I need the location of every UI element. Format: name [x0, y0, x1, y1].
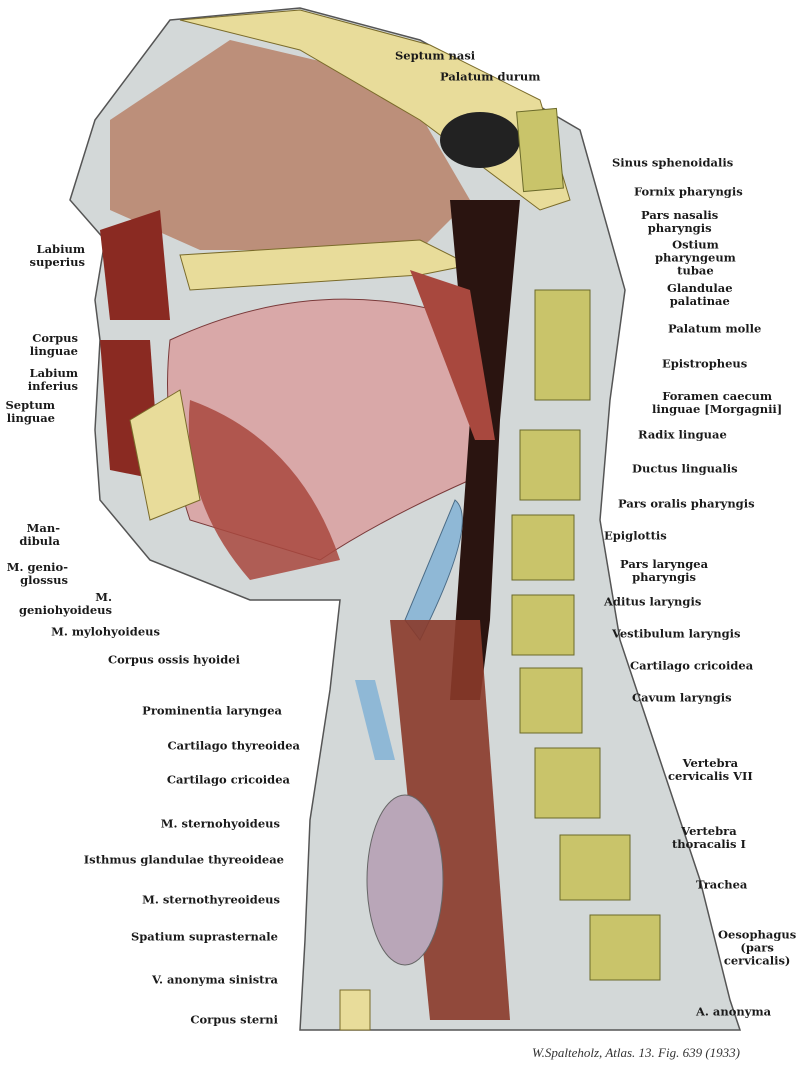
label-aditus-laryngis: Aditus laryngis: [604, 594, 702, 609]
genioglossus-muscle: [188, 400, 340, 580]
vertebra: [511, 514, 575, 581]
label-radix-linguae: Radix linguae: [638, 427, 727, 442]
label-fornix-pharyngis: Fornix pharyngis: [634, 184, 743, 199]
mandible: [129, 389, 201, 521]
label-m-sternothyreoideus: M. sternothyreoideus: [142, 892, 280, 907]
vertebra: [516, 107, 564, 193]
label-m-sternohyoideus: M. sternohyoideus: [160, 816, 280, 831]
vertebra: [511, 594, 575, 656]
vertebra: [534, 747, 601, 819]
label-ductus-lingualis: Ductus lingualis: [632, 461, 738, 476]
label-vestibulum-laryngis: Vestibulum laryngis: [612, 626, 741, 641]
vertebra: [519, 429, 581, 501]
soft-palate: [410, 270, 495, 440]
vertebra: [534, 289, 591, 401]
thyroid-isthmus: [366, 794, 444, 966]
label-septum-nasi: Septum nasi: [395, 48, 476, 63]
figure-caption: W.Spalteholz, Atlas. 13. Fig. 639 (1933): [532, 1045, 740, 1060]
label-cartilago-thyreoidea: Cartilago thyreoidea: [167, 738, 300, 753]
label-oesophagus: Oesophagus (pars cervicalis): [718, 927, 797, 968]
label-labium-inferius: Labium inferius: [27, 366, 78, 393]
vertebra: [559, 834, 631, 901]
label-epiglottis: Epiglottis: [604, 528, 667, 543]
label-septum-linguae: Septum linguae: [5, 398, 55, 425]
label-isthmus-glandulae-thyreoideae: Isthmus glandulae thyreoideae: [83, 852, 284, 867]
label-pars-nasalis-pharyngis: Pars nasalis pharyngis: [641, 208, 719, 235]
label-corpus-sterni: Corpus sterni: [190, 1012, 278, 1027]
label-pars-oralis-pharyngis: Pars oralis pharyngis: [618, 496, 755, 511]
label-vertebra-thoracalis-i: Vertebra thoracalis I: [672, 824, 746, 851]
label-foramen-caecum: Foramen caecum linguae [Morgagnii]: [652, 389, 783, 416]
vertebra: [589, 914, 661, 981]
upper-lip: [100, 210, 170, 320]
label-m-mylohyoideus: M. mylohyoideus: [51, 624, 160, 639]
sternum: [339, 989, 371, 1031]
hard-palate: [179, 239, 472, 291]
label-epistropheus: Epistropheus: [662, 356, 748, 371]
label-trachea: Trachea: [696, 877, 748, 892]
label-cartilago-cricoidea-left: Cartilago cricoidea: [166, 772, 290, 787]
label-pars-laryngea-pharyngis: Pars laryngea pharyngis: [620, 557, 709, 584]
label-mandibula: Man- dibula: [19, 521, 60, 548]
label-vertebra-cervicalis-vii: Vertebra cervicalis VII: [668, 756, 753, 783]
label-palatum-molle: Palatum molle: [668, 321, 762, 336]
label-prominentia-laryngea: Prominentia laryngea: [142, 703, 282, 718]
label-corpus-ossis-hyoidei: Corpus ossis hyoidei: [107, 652, 240, 667]
label-m-genioglossus: M. genio- glossus: [6, 560, 68, 587]
label-a-anonyma: A. anonyma: [696, 1004, 772, 1019]
label-corpus-linguae: Corpus linguae: [29, 331, 78, 358]
sinus-sphenoidalis: [440, 112, 520, 168]
label-labium-superius: Labium superius: [29, 242, 85, 269]
vertebra: [519, 667, 583, 734]
label-glandulae-palatinae: Glandulae palatinae: [667, 281, 733, 308]
label-m-geniohyoideus: M. geniohyoideus: [18, 590, 112, 617]
label-cavum-laryngis: Cavum laryngis: [632, 690, 732, 705]
label-palatum-durum: Palatum durum: [440, 69, 541, 84]
label-ostium-pharyngeum-tubae: Ostium pharyngeum tubae: [655, 237, 736, 278]
label-spatium-suprasternale: Spatium suprasternale: [130, 929, 278, 944]
label-sinus-sphenoidalis: Sinus sphenoidalis: [612, 155, 734, 170]
vertebral-column: [511, 107, 661, 981]
thyroid-cartilage: [355, 680, 395, 760]
label-cartilago-cricoidea-right: Cartilago cricoidea: [630, 658, 754, 673]
label-v-anonyma-sinistra: V. anonyma sinistra: [152, 972, 278, 987]
